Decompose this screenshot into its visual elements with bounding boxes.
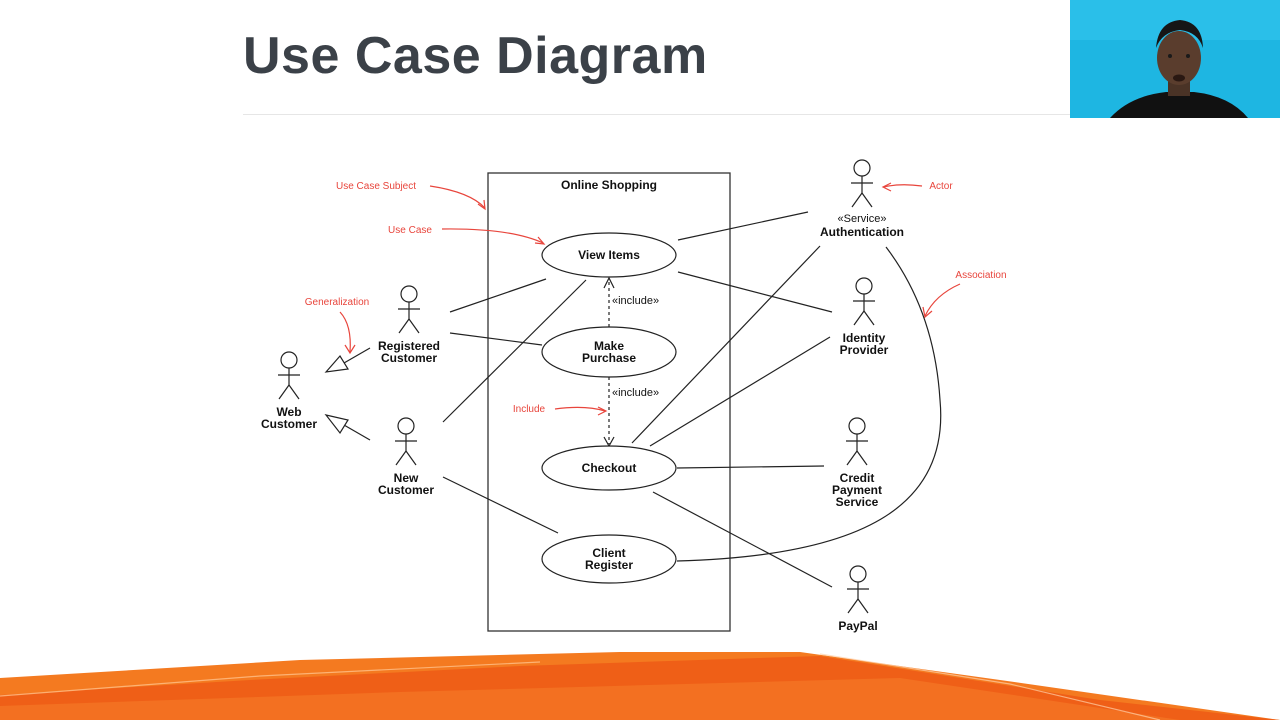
- actor-registered-customer: Registered Customer: [378, 285, 440, 365]
- svg-text:View Items: View Items: [578, 248, 640, 262]
- generalization-arrows: [324, 347, 371, 441]
- svg-text:Customer: Customer: [261, 417, 317, 431]
- svg-text:Checkout: Checkout: [582, 461, 637, 475]
- actor-identity-provider: Identity Provider: [840, 277, 889, 357]
- svg-text:Credit: Credit: [840, 471, 875, 485]
- svg-text:Registered: Registered: [378, 339, 440, 353]
- svg-text:Provider: Provider: [840, 343, 889, 357]
- svg-text:Customer: Customer: [378, 483, 434, 497]
- annotation-generalization: Generalization: [305, 297, 369, 355]
- svg-text:Register: Register: [585, 558, 633, 572]
- use-case-make-purchase: Make Purchase: [541, 326, 677, 378]
- include-label-1: «include»: [612, 295, 659, 307]
- presenter-video: [1070, 0, 1280, 118]
- annotation-include: Include: [513, 404, 608, 416]
- actor-credit-payment-service: Credit Payment Service: [832, 417, 882, 509]
- svg-text:PayPal: PayPal: [838, 619, 877, 633]
- use-case-view-items: View Items: [541, 232, 677, 278]
- system-boundary-title: Online Shopping: [561, 178, 657, 192]
- slide-title: Use Case Diagram: [243, 27, 708, 85]
- svg-text:Service: Service: [836, 495, 879, 509]
- svg-text:New: New: [394, 471, 419, 485]
- svg-text:Payment: Payment: [832, 483, 882, 497]
- association-lines: [442, 211, 942, 588]
- svg-text:Association: Association: [955, 270, 1006, 281]
- annotation-actor: Actor: [881, 181, 953, 192]
- actor-paypal: PayPal: [838, 565, 878, 633]
- svg-text:Include: Include: [513, 404, 546, 415]
- svg-text:Client: Client: [592, 546, 625, 560]
- svg-text:Purchase: Purchase: [582, 351, 636, 365]
- svg-text:Generalization: Generalization: [305, 297, 369, 308]
- svg-text:Use Case: Use Case: [388, 225, 432, 236]
- annotation-association: Association: [922, 270, 1007, 319]
- annotation-use-case: Use Case: [388, 225, 546, 245]
- presenter-webcam: [1070, 0, 1280, 118]
- footer-decoration: [0, 652, 1280, 720]
- svg-text:Use Case Subject: Use Case Subject: [336, 181, 416, 192]
- title-divider: [243, 114, 1103, 115]
- svg-text:Make: Make: [594, 339, 624, 353]
- include-label-2: «include»: [612, 387, 659, 399]
- svg-text:«Service»: «Service»: [838, 213, 887, 225]
- use-case-checkout: Checkout: [541, 445, 677, 491]
- svg-text:Web: Web: [276, 405, 301, 419]
- svg-text:Customer: Customer: [381, 351, 437, 365]
- svg-text:Actor: Actor: [929, 181, 953, 192]
- actor-authentication: «Service» Authentication: [820, 159, 904, 239]
- actor-new-customer: New Customer: [378, 417, 434, 497]
- system-boundary: [487, 172, 731, 632]
- actor-web-customer: Web Customer: [261, 351, 317, 431]
- use-case-client-register: Client Register: [541, 534, 677, 584]
- annotation-use-case-subject: Use Case Subject: [336, 181, 486, 211]
- svg-text:Identity: Identity: [843, 331, 886, 345]
- svg-text:Authentication: Authentication: [820, 225, 904, 239]
